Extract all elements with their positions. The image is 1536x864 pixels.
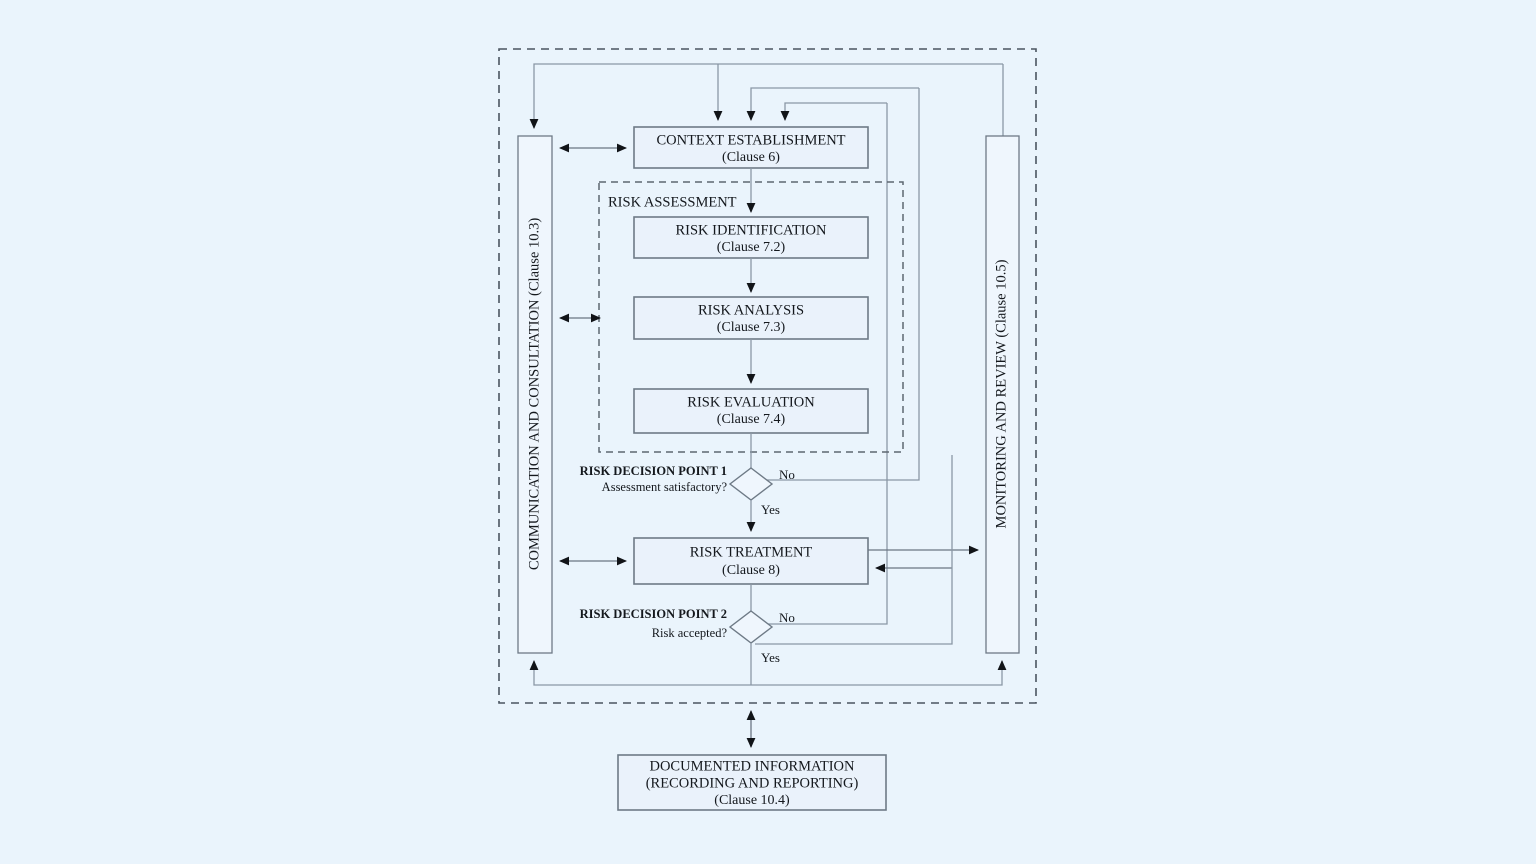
link-decision2-yes-to-left-bar	[529, 660, 751, 686]
riser-decision1-no	[755, 88, 920, 481]
link-decision2-yes-to-right-bar	[751, 660, 1007, 686]
decision-point-2-title: RISK DECISION POINT 2	[580, 607, 727, 621]
decision-point-1-title: RISK DECISION POINT 1	[580, 464, 727, 478]
decision-point-2-no-label: No	[779, 610, 795, 625]
decision-point-2-diamond	[728, 610, 774, 644]
box-risk-analysis-title: RISK ANALYSIS	[698, 302, 804, 318]
box-context-establishment-clause: (Clause 6)	[722, 150, 780, 165]
bar-monitoring-label: MONITORING AND REVIEW (Clause 10.5)	[993, 259, 1009, 528]
decision-point-2-yes-label: Yes	[761, 650, 780, 665]
box-documented-information-clause: (Clause 10.4)	[714, 793, 790, 808]
bar-communication-and-consultation	[517, 135, 553, 654]
riser-decision2-no	[755, 103, 888, 625]
box-risk-identification-title: RISK IDENTIFICATION	[675, 222, 827, 238]
group-risk-assessment-label: RISK ASSESSMENT	[608, 194, 737, 210]
box-risk-treatment	[633, 537, 869, 585]
outer-process-boundary	[498, 48, 1037, 704]
feedback-decision1-no-to-context	[746, 87, 919, 121]
feedback-top-to-left-bar	[529, 63, 1003, 129]
decision-point-2-question: Risk accepted?	[652, 626, 728, 640]
box-risk-treatment-title: RISK TREATMENT	[690, 544, 813, 560]
box-risk-treatment-clause: (Clause 8)	[722, 563, 780, 578]
bar-monitoring-and-review	[985, 135, 1020, 654]
decision-point-1-question: Assessment satisfactory?	[602, 480, 728, 494]
box-risk-identification-clause: (Clause 7.2)	[717, 240, 786, 255]
box-documented-information-subtitle: (RECORDING AND REPORTING)	[646, 775, 859, 791]
box-documented-information	[617, 754, 887, 811]
decision-point-1-yes-label: Yes	[761, 502, 780, 517]
riser-decision2-no-return	[755, 568, 953, 645]
bar-communication-label: COMMUNICATION AND CONSULTATION (Clause 1…	[526, 218, 542, 571]
box-risk-analysis-clause: (Clause 7.3)	[717, 320, 786, 335]
box-context-establishment-title: CONTEXT ESTABLISHMENT	[656, 132, 845, 148]
box-documented-information-title: DOCUMENTED INFORMATION	[649, 758, 855, 774]
box-risk-evaluation-clause: (Clause 7.4)	[717, 412, 786, 427]
decision-point-1-diamond	[728, 467, 774, 501]
decision-point-1-no-label: No	[779, 467, 795, 482]
box-risk-evaluation-title: RISK EVALUATION	[687, 394, 815, 410]
feedback-decision2-no-to-context	[780, 102, 887, 121]
